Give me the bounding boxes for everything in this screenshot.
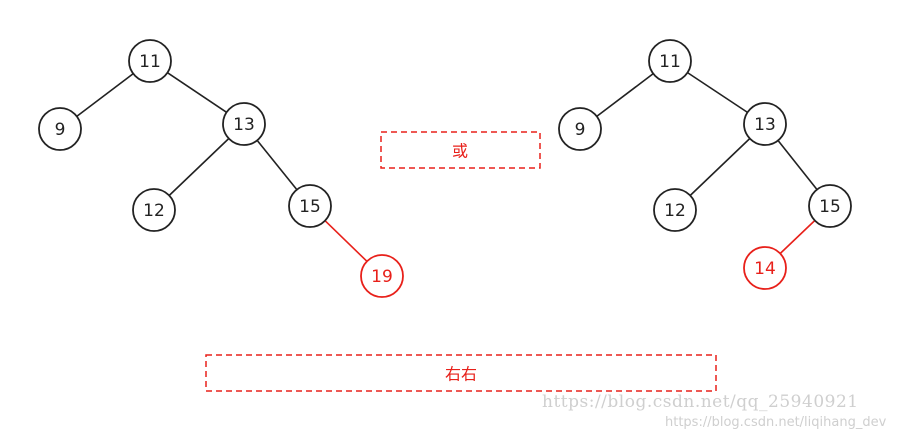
- nodes-layer: 11 9 13 12 15 19 11 9 13 12 15 14: [38, 39, 852, 298]
- right-tree-node-circle-11: [648, 39, 692, 83]
- left-tree-node-circle-19: [360, 254, 404, 298]
- right-tree-node-label-14: 14: [754, 259, 776, 279]
- left-tree-edge-13-12: [168, 137, 230, 197]
- left-tree-node-label-19: 19: [371, 267, 393, 287]
- right-tree-node-15: 15: [808, 184, 852, 228]
- left-tree-node-circle-13: [222, 102, 266, 146]
- left-tree-node-12: 12: [132, 188, 176, 232]
- right-tree-node-label-9: 9: [575, 120, 586, 140]
- right-tree-edge-13-15: [777, 139, 818, 191]
- left-tree-node-circle-15: [288, 184, 332, 228]
- or-label: 或: [452, 142, 468, 161]
- or-label-box: [380, 131, 541, 169]
- left-tree-node-label-12: 12: [143, 201, 165, 221]
- right-tree-node-13: 13: [743, 102, 787, 146]
- right-tree-node-12: 12: [653, 188, 697, 232]
- right-tree-node-circle-9: [558, 107, 602, 151]
- case-label: 右右: [445, 365, 477, 384]
- left-tree-node-9: 9: [38, 107, 82, 151]
- right-tree-node-circle-14: [743, 246, 787, 290]
- left-tree-node-label-11: 11: [139, 52, 161, 72]
- right-tree-node-circle-13: [743, 102, 787, 146]
- left-tree-node-label-9: 9: [55, 120, 66, 140]
- right-tree-node-14: 14: [743, 246, 787, 290]
- case-label-box: [205, 354, 717, 392]
- left-tree-node-15: 15: [288, 184, 332, 228]
- left-tree-node-circle-12: [132, 188, 176, 232]
- right-tree-node-label-12: 12: [664, 201, 686, 221]
- right-tree-node-11: 11: [648, 39, 692, 83]
- right-tree-node-label-15: 15: [819, 197, 841, 217]
- left-tree-node-label-15: 15: [299, 197, 321, 217]
- left-tree-node-label-13: 13: [233, 115, 255, 135]
- left-tree-edge-11-13: [166, 72, 228, 113]
- left-tree-node-circle-11: [128, 39, 172, 83]
- edges-layer: [76, 71, 818, 262]
- left-tree-edge-13-15: [256, 139, 298, 191]
- left-tree-node-circle-9: [38, 107, 82, 151]
- left-tree-node-13: 13: [222, 102, 266, 146]
- left-tree-node-19: 19: [360, 254, 404, 298]
- right-tree-node-label-11: 11: [659, 52, 681, 72]
- right-tree-node-label-13: 13: [754, 115, 776, 135]
- right-tree-edge-13-12: [689, 137, 751, 197]
- left-tree-edge-15-19: [324, 220, 368, 262]
- right-tree-edge-11-9: [596, 73, 654, 117]
- right-tree-edge-11-13: [687, 71, 748, 114]
- left-tree-edge-11-9: [76, 73, 134, 117]
- right-tree-edge-15-14: [779, 219, 816, 255]
- right-tree-node-circle-12: [653, 188, 697, 232]
- left-tree-node-11: 11: [128, 39, 172, 83]
- watermark-line-1: https://blog.csdn.net/qq_25940921: [542, 392, 859, 412]
- right-tree-node-9: 9: [558, 107, 602, 151]
- watermark-line-2: https://blog.csdn.net/liqihang_dev: [665, 415, 887, 430]
- right-tree-node-circle-15: [808, 184, 852, 228]
